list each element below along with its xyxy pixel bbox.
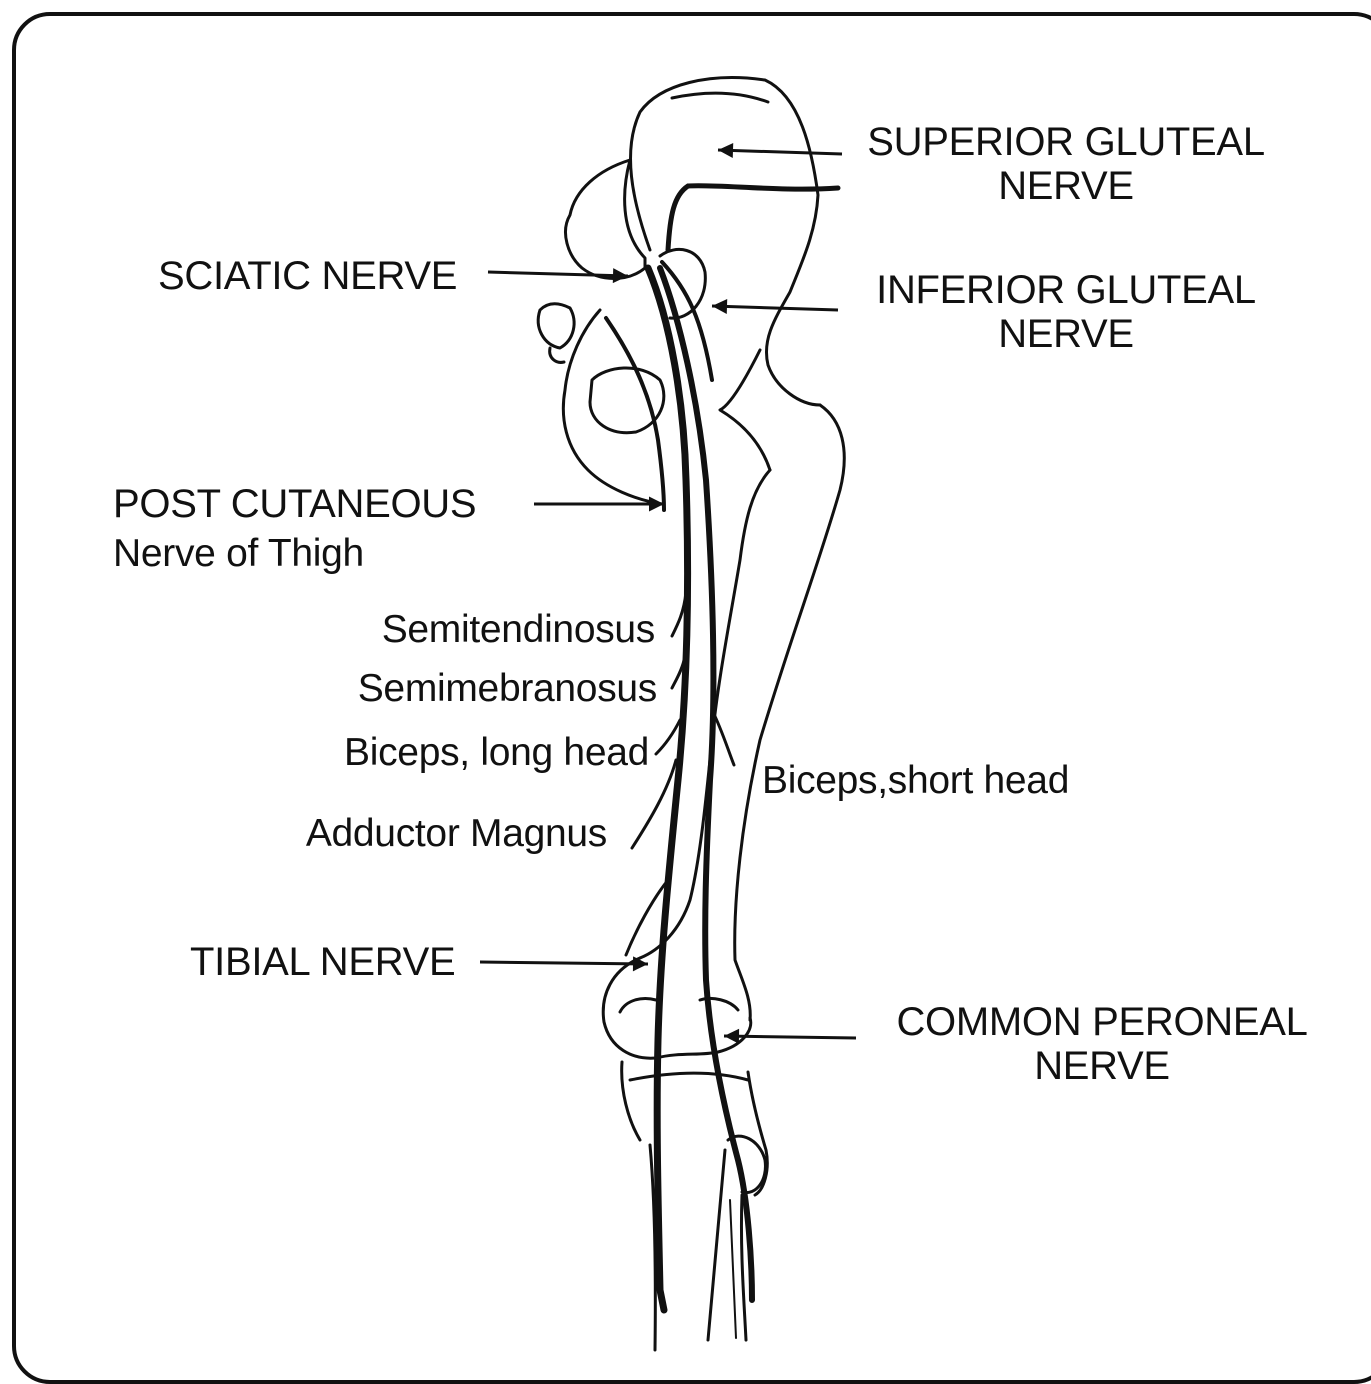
post-cutaneous-nerve (606, 318, 664, 510)
biceps-long-head-label: Biceps, long head (344, 731, 649, 775)
adductor-magnus-label: Adductor Magnus (306, 812, 607, 856)
femur-condyles (603, 958, 751, 1058)
ilium-crest (672, 93, 768, 102)
superior-gluteal-line2: NERVE (846, 164, 1286, 208)
ischium-bone (563, 310, 662, 504)
greater-trochanter (720, 350, 770, 470)
coccyx-bone (538, 304, 574, 348)
common-peroneal-nerve-label: COMMON PERONEAL NERVE (872, 1000, 1332, 1088)
tibia-shaft-lateral (708, 1150, 725, 1340)
common-peroneal-arrow (724, 1036, 856, 1038)
tibial-nerve-label: TIBIAL NERVE (190, 940, 455, 984)
sciatic-arrow (488, 272, 628, 276)
semimebranosus-label: Semimebranosus (358, 667, 657, 711)
post-cutaneous-line1: POST CUTANEOUS (113, 480, 476, 528)
biceps-long-branch (656, 720, 680, 754)
inferior-gluteal-line2: NERVE (856, 312, 1276, 356)
semitendinosus-label: Semitendinosus (382, 608, 655, 652)
superior-gluteal-nerve (668, 186, 838, 250)
common-peroneal-line2: NERVE (872, 1044, 1332, 1088)
superior-gluteal-arrow (718, 150, 842, 154)
common-peroneal-line1: COMMON PERONEAL (872, 1000, 1332, 1044)
superior-gluteal-nerve-label: SUPERIOR GLUTEAL NERVE (846, 120, 1286, 208)
biceps-short-head-label: Biceps,short head (762, 759, 1069, 803)
inferior-gluteal-arrow (712, 306, 838, 310)
inferior-gluteal-nerve-label: INFERIOR GLUTEAL NERVE (856, 268, 1276, 356)
superior-gluteal-line1: SUPERIOR GLUTEAL (846, 120, 1286, 164)
post-cutaneous-label: POST CUTANEOUS Nerve of Thigh (113, 480, 476, 580)
tibia-plateau (622, 1062, 768, 1195)
tibial-arrow (480, 962, 648, 964)
sciatic-nerve-label: SCIATIC NERVE (158, 254, 457, 298)
femur-lateral-edge (735, 405, 845, 1020)
post-cutaneous-line2: Nerve of Thigh (113, 528, 476, 580)
ilium-bone (631, 78, 820, 405)
inferior-gluteal-line1: INFERIOR GLUTEAL (856, 268, 1276, 312)
